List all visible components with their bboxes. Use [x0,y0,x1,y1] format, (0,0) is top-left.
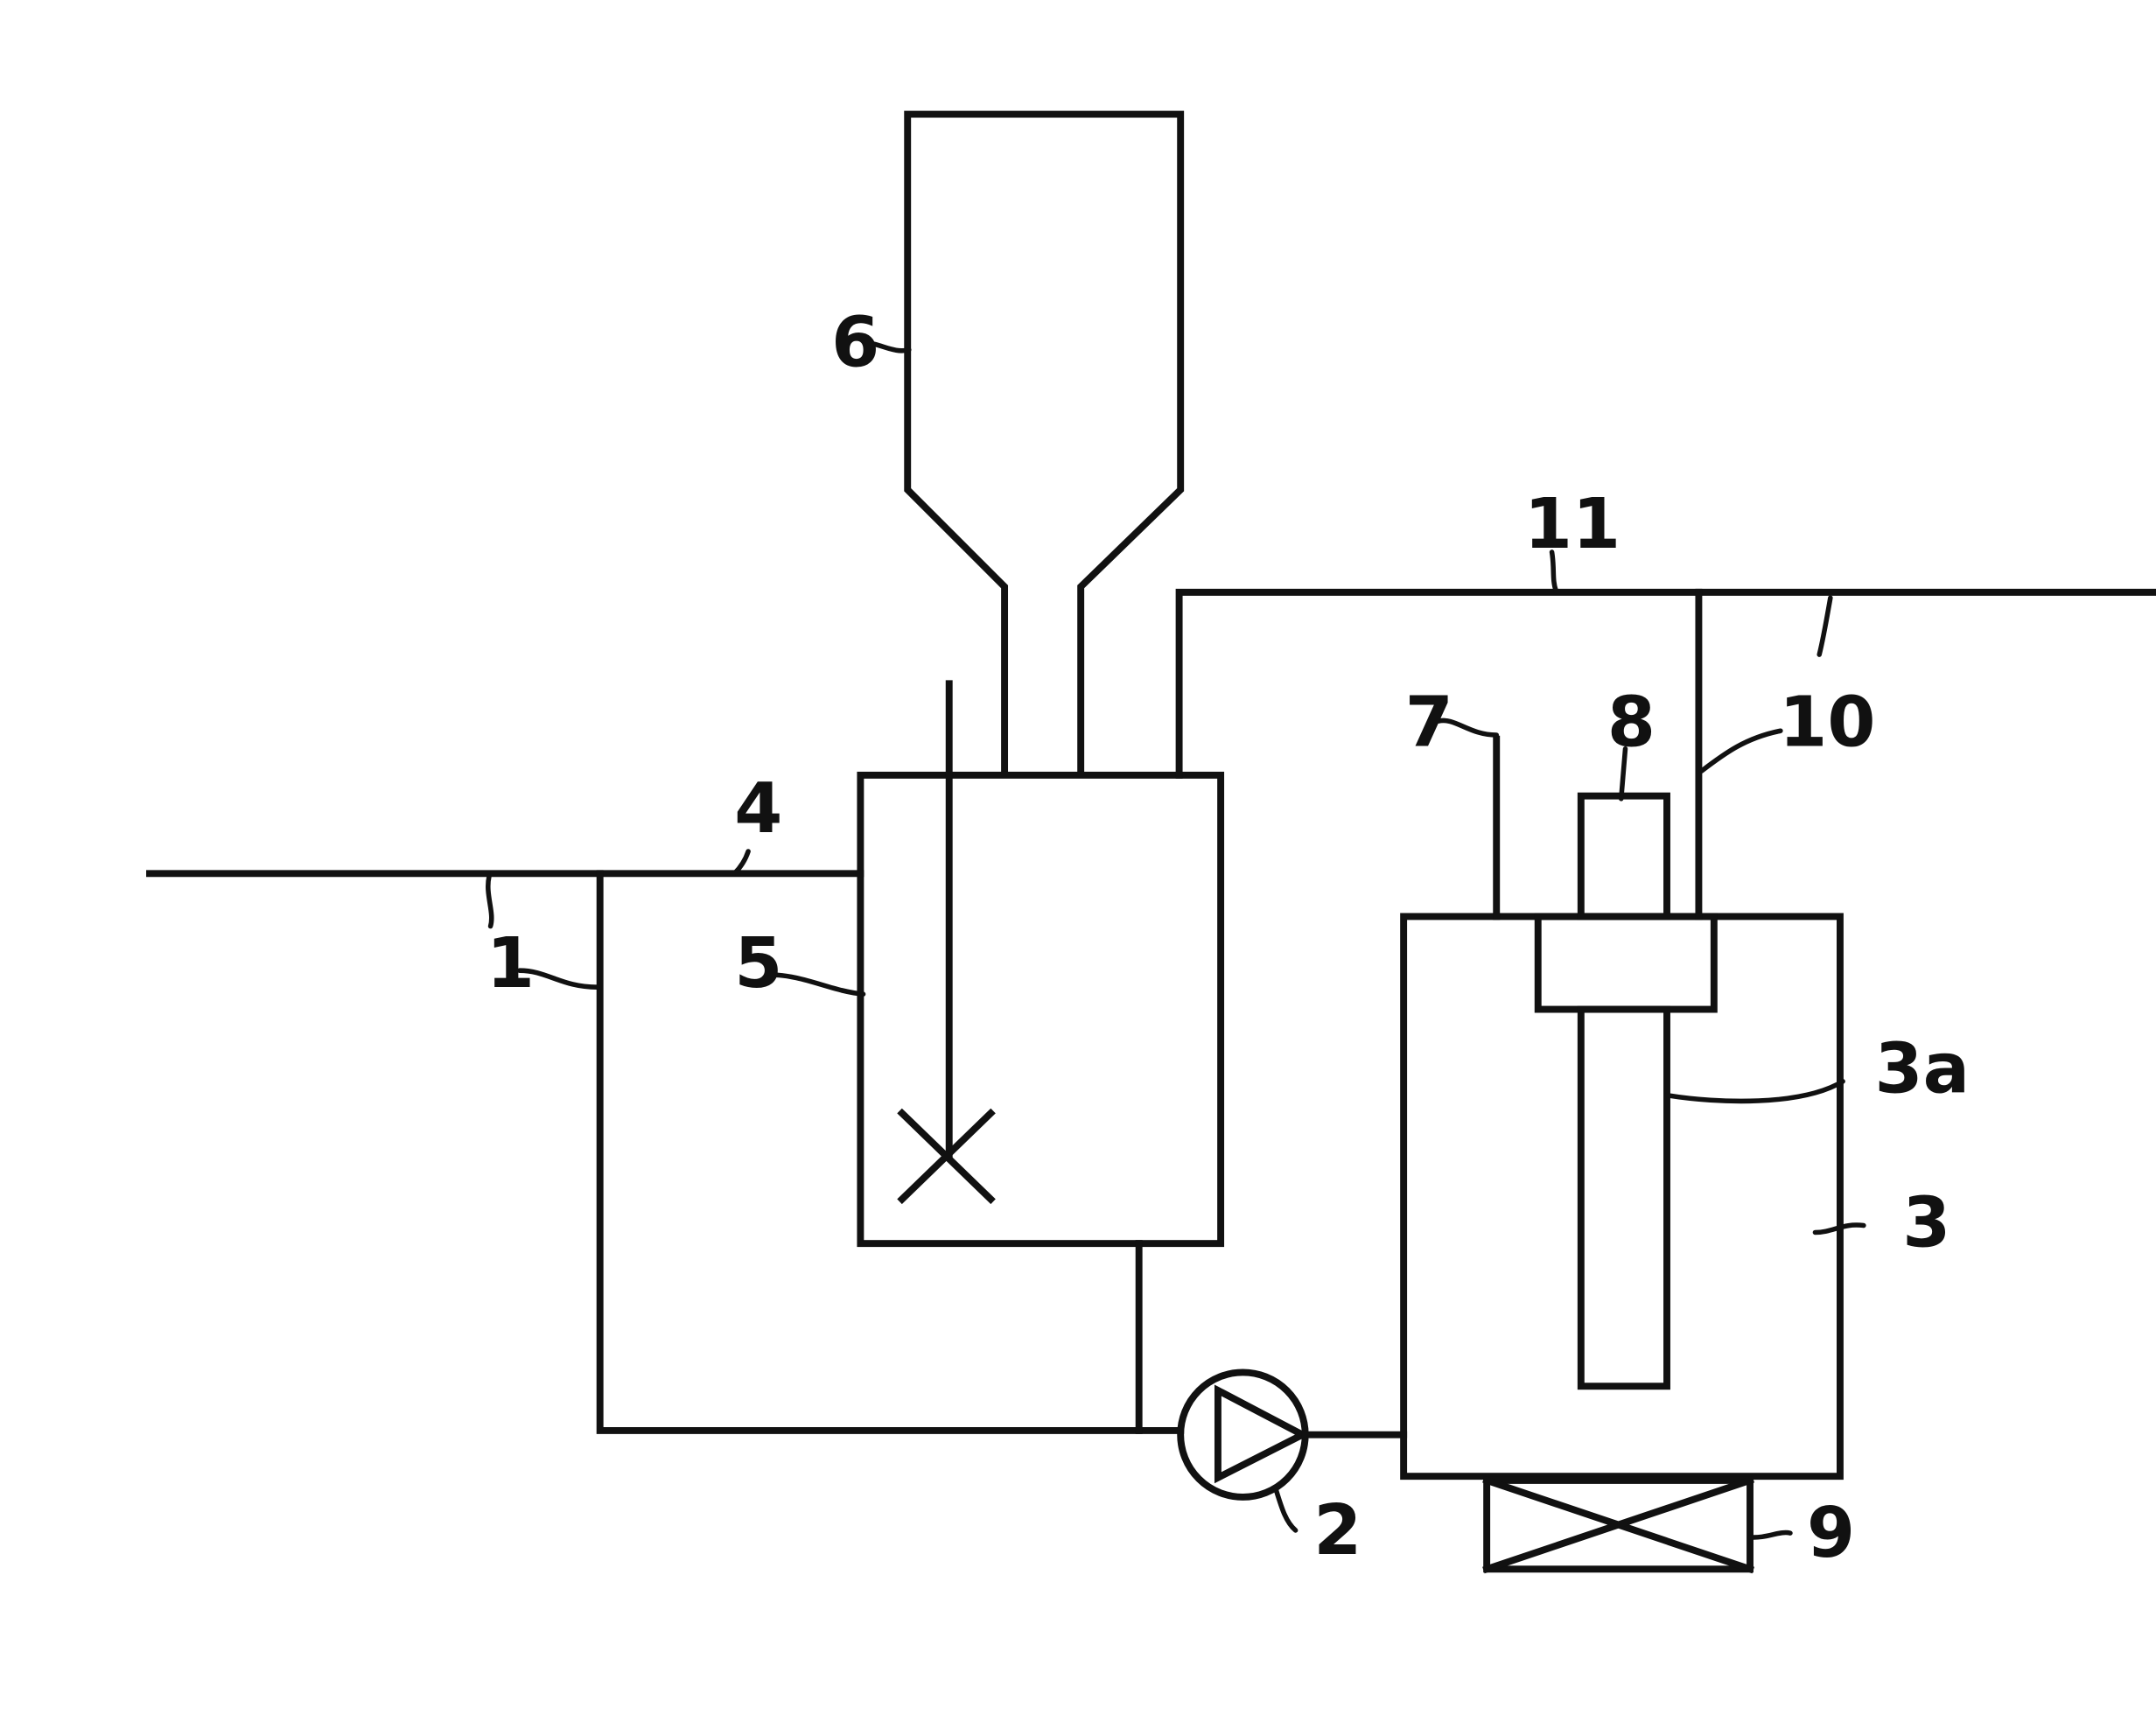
label-7: 7 [1405,682,1453,763]
electrode-3a [1577,1005,1670,1390]
base-9 [1482,1475,1755,1574]
label-8: 8 [1607,682,1656,763]
vessel-3 [1400,913,1844,1480]
leader-lines [486,340,1866,1540]
label-9: 9 [1807,1493,1855,1573]
label-3: 3 [1902,1182,1950,1263]
probe-8 [1577,792,1670,920]
vessel-5 [857,771,1225,1248]
lid-block [1534,913,1718,1013]
label-1: 1 [486,923,535,1004]
label-3a: 3a [1875,1029,1970,1110]
hopper-6 [904,110,1185,778]
pump-2 [1177,1368,1311,1501]
stirrer [897,680,996,1205]
label-4: 4 [734,768,782,849]
label-10: 10 [1779,682,1875,763]
label-11: 11 [1524,484,1620,564]
label-6: 6 [831,303,879,383]
line-1 [596,870,1185,1434]
label-2: 2 [1313,1490,1362,1571]
line-11 [1175,588,2156,779]
label-5: 5 [734,923,782,1004]
